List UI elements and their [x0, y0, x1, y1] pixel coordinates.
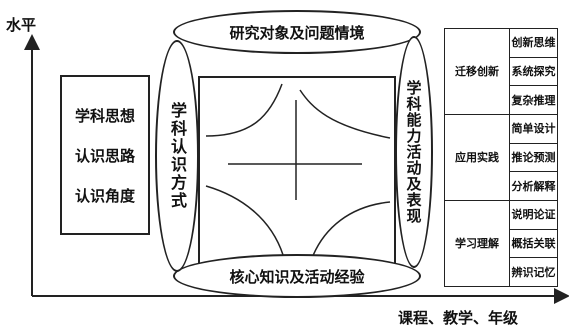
right-oval: 学科能力活动及表现: [395, 36, 433, 268]
curve-top-right: [299, 89, 391, 139]
table-row: 复杂推理: [445, 85, 558, 115]
bottom-oval: 核心知识及活动经验: [173, 254, 421, 298]
table-row: 辨识记忆: [445, 257, 558, 287]
table-row: 推论预测: [445, 142, 558, 173]
y-axis-label: 水平: [6, 16, 37, 34]
table-row: 系统探究: [445, 56, 558, 87]
table-row: 应用实践 简单设计: [444, 113, 558, 201]
group-application-practice: 应用实践: [444, 113, 510, 201]
left-box-line-2: 认识思路: [74, 146, 135, 165]
table-row: 迁移创新 创新思维: [444, 28, 558, 115]
bottom-oval-label: 核心知识及活动经验: [229, 267, 365, 286]
x-axis-label: 课程、教学、年级: [398, 309, 519, 327]
curve-bottom-right: [311, 201, 391, 259]
left-box-line-1: 学科思想: [74, 106, 135, 125]
level-item: 说明论证: [509, 199, 558, 230]
level-item: 辨识记忆: [509, 257, 558, 287]
curve-top-left: [205, 83, 283, 137]
curve-bottom-left: [205, 185, 285, 259]
top-oval-label: 研究对象及问题情境: [229, 23, 365, 42]
group-transfer-innovation: 迁移创新: [444, 28, 510, 115]
level-item: 分析解释: [509, 171, 558, 201]
level-item: 推论预测: [509, 142, 558, 173]
left-oval-label: 学科认识方式: [168, 102, 187, 210]
competency-levels-table: 迁移创新 创新思维 系统探究 复杂推理 应用实践 简单设计 推论预测 分析解释 …: [444, 28, 558, 288]
table-row: 学习理解 说明论证: [444, 199, 558, 288]
top-oval: 研究对象及问题情境: [173, 10, 421, 54]
level-item: 复杂推理: [509, 85, 558, 115]
level-item: 创新思维: [509, 28, 558, 58]
central-cross-diagram: [205, 83, 391, 259]
left-box-line-3: 认识角度: [74, 186, 135, 205]
left-oval: 学科认识方式: [155, 40, 199, 272]
right-oval-label: 学科能力活动及表现: [404, 80, 423, 224]
level-item: 简单设计: [509, 113, 558, 144]
level-item: 系统探究: [509, 56, 558, 87]
level-item: 概括关联: [509, 228, 558, 259]
group-learning-understanding: 学习理解: [444, 199, 510, 288]
central-square: [198, 76, 396, 266]
disciplinary-ideas-box: 学科思想 认识思路 认识角度: [60, 75, 150, 235]
